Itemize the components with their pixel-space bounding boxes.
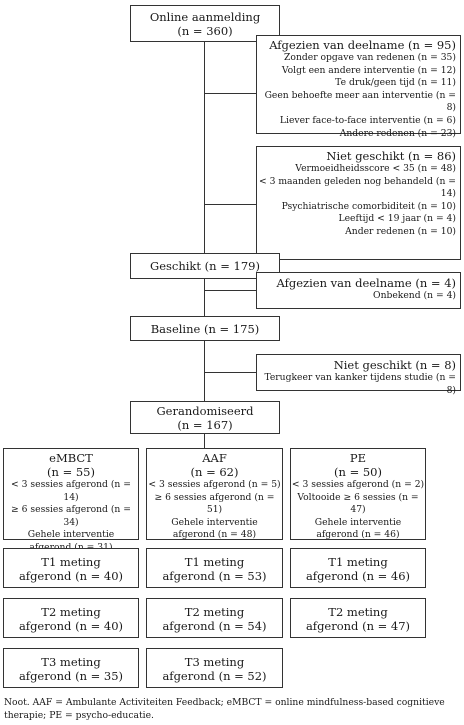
not-eligible-reason: < 3 maanden geleden nog behandeld (n = 1… bbox=[258, 175, 456, 200]
t2-count: afgerond (n = 54) bbox=[162, 619, 267, 633]
t1-box-embct: T1 meting afgerond (n = 40) bbox=[3, 548, 139, 588]
online-registration-box: Online aanmelding (n = 360) bbox=[130, 5, 280, 42]
t1-count: afgerond (n = 40) bbox=[18, 569, 124, 583]
randomized-title: Gerandomiseerd bbox=[156, 404, 254, 418]
arm-name: PE bbox=[349, 451, 367, 465]
not-eligible-title-2: Niet geschikt (n = 8) bbox=[333, 358, 456, 372]
arm-detail: ≥ 6 sessies afgerond (n = 51) bbox=[154, 491, 275, 516]
declined-reason: Te druk/geen tijd (n = 11) bbox=[335, 77, 456, 89]
t1-count: afgerond (n = 46) bbox=[305, 569, 411, 583]
declined-reason: Andere redenen (n = 23) bbox=[339, 127, 456, 139]
arm-box-pe: PE (n = 50) < 3 sessies afgerond (n = 2)… bbox=[290, 448, 426, 540]
branch-line-4 bbox=[204, 372, 256, 373]
t2-box-embct: T2 meting afgerond (n = 40) bbox=[3, 598, 139, 638]
arm-detail: < 3 sessies afgerond (n = 5) bbox=[148, 479, 281, 490]
t3-count: afgerond (n = 52) bbox=[162, 669, 267, 683]
t3-title: T3 meting bbox=[184, 655, 245, 669]
arm-detail: Gehele interventie bbox=[171, 516, 258, 528]
arm-detail: Voltooide ≥ 6 sessies (n = 47) bbox=[297, 491, 419, 516]
t3-title: T3 meting bbox=[41, 655, 101, 669]
t1-title: T1 meting bbox=[328, 555, 388, 569]
arm-name: eMBCT bbox=[49, 451, 93, 465]
arm-detail: afgerond (n = 48) bbox=[172, 529, 257, 541]
not-eligible-box: Niet geschikt (n = 86) Vermoeidheidsscor… bbox=[256, 146, 461, 260]
not-eligible-box-2: Niet geschikt (n = 8) Terugkeer van kank… bbox=[256, 354, 461, 396]
t3-count: afgerond (n = 35) bbox=[18, 669, 124, 683]
t2-count: afgerond (n = 47) bbox=[305, 619, 411, 633]
main-flow-line-2 bbox=[204, 279, 205, 316]
baseline-box: Baseline (n = 175) bbox=[130, 316, 280, 341]
footnote: Noot. AAF = Ambulante Activiteiten Feedb… bbox=[4, 697, 460, 722]
declined-title: Afgezien van deelname (n = 95) bbox=[269, 38, 456, 52]
arm-count: (n = 55) bbox=[47, 465, 95, 479]
t1-title: T1 meting bbox=[184, 555, 245, 569]
footnote-text: Noot. AAF = Ambulante Activiteiten Feedb… bbox=[4, 697, 445, 721]
arm-detail: Gehele interventie bbox=[314, 516, 402, 528]
t2-count: afgerond (n = 40) bbox=[18, 619, 124, 633]
t2-title: T2 meting bbox=[41, 605, 101, 619]
t2-title: T2 meting bbox=[184, 605, 245, 619]
declined-reason: Liever face-to-face interventie (n = 6) bbox=[279, 114, 456, 126]
arm-detail: < 3 sessies afgerond (n = 14) bbox=[11, 479, 131, 503]
online-title: Online aanmelding bbox=[149, 10, 261, 24]
arm-box-embct: eMBCT (n = 55) < 3 sessies afgerond (n =… bbox=[3, 448, 139, 553]
not-eligible-reason: Psychiatrische comorbiditeit (n = 10) bbox=[281, 200, 456, 212]
t1-count: afgerond (n = 53) bbox=[162, 569, 267, 583]
arm-detail: ≥ 6 sessies afgerond (n = 34) bbox=[11, 504, 131, 528]
declined-reason-2: Onbekend (n = 4) bbox=[373, 290, 456, 301]
not-eligible-reason-2: Terugkeer van kanker tijdens studie (n =… bbox=[264, 372, 456, 396]
t1-title: T1 meting bbox=[41, 555, 101, 569]
arm-detail: afgerond (n = 46) bbox=[316, 529, 400, 541]
declined-reason: Geen behoefte meer aan interventie (n = … bbox=[264, 89, 456, 114]
arm-detail: Gehele interventie bbox=[27, 529, 115, 541]
t1-box-aaf: T1 meting afgerond (n = 53) bbox=[146, 548, 283, 588]
main-flow-line-3 bbox=[204, 341, 205, 401]
declined-reason: Volgt een andere interventie (n = 12) bbox=[281, 64, 456, 76]
t3-box-aaf: T3 meting afgerond (n = 52) bbox=[146, 648, 283, 688]
randomized-box: Gerandomiseerd (n = 167) bbox=[130, 401, 280, 434]
arm-name: AAF bbox=[202, 451, 227, 465]
eligible-box: Geschikt (n = 179) bbox=[130, 253, 280, 279]
baseline-label: Baseline (n = 175) bbox=[150, 322, 260, 336]
t1-box-pe: T1 meting afgerond (n = 46) bbox=[290, 548, 426, 588]
declined-title-2: Afgezien van deelname (n = 4) bbox=[276, 276, 456, 290]
branch-line-3 bbox=[204, 290, 256, 291]
t3-box-embct: T3 meting afgerond (n = 35) bbox=[3, 648, 139, 688]
not-eligible-title: Niet geschikt (n = 86) bbox=[326, 149, 456, 163]
main-flow-line bbox=[204, 42, 205, 253]
arm-box-aaf: AAF (n = 62) < 3 sessies afgerond (n = 5… bbox=[146, 448, 283, 540]
arm-detail: afgerond (n = 31) bbox=[4, 542, 138, 555]
t2-box-pe: T2 meting afgerond (n = 47) bbox=[290, 598, 426, 638]
not-eligible-reason: Leeftijd < 19 jaar (n = 4) bbox=[338, 213, 456, 225]
eligible-label: Geschikt (n = 179) bbox=[150, 259, 260, 273]
branch-line-2 bbox=[204, 204, 256, 205]
arm-count: (n = 62) bbox=[190, 465, 239, 479]
declined-reason: Zonder opgave van redenen (n = 35) bbox=[284, 52, 456, 63]
not-eligible-reason: Ander redenen (n = 10) bbox=[345, 225, 456, 237]
randomized-count: (n = 167) bbox=[177, 418, 233, 432]
t2-title: T2 meting bbox=[328, 605, 388, 619]
arm-split-line bbox=[204, 434, 205, 448]
arm-detail: < 3 sessies afgerond (n = 2) bbox=[291, 479, 425, 490]
online-count: (n = 360) bbox=[177, 24, 233, 38]
branch-line-1 bbox=[204, 93, 256, 94]
t2-box-aaf: T2 meting afgerond (n = 54) bbox=[146, 598, 283, 638]
not-eligible-reason: Vermoeidheidsscore < 35 (n = 48) bbox=[295, 163, 456, 174]
declined-box: Afgezien van deelname (n = 95) Zonder op… bbox=[256, 35, 461, 139]
arm-count: (n = 50) bbox=[334, 465, 382, 479]
declined-box-2: Afgezien van deelname (n = 4) Onbekend (… bbox=[256, 272, 461, 309]
